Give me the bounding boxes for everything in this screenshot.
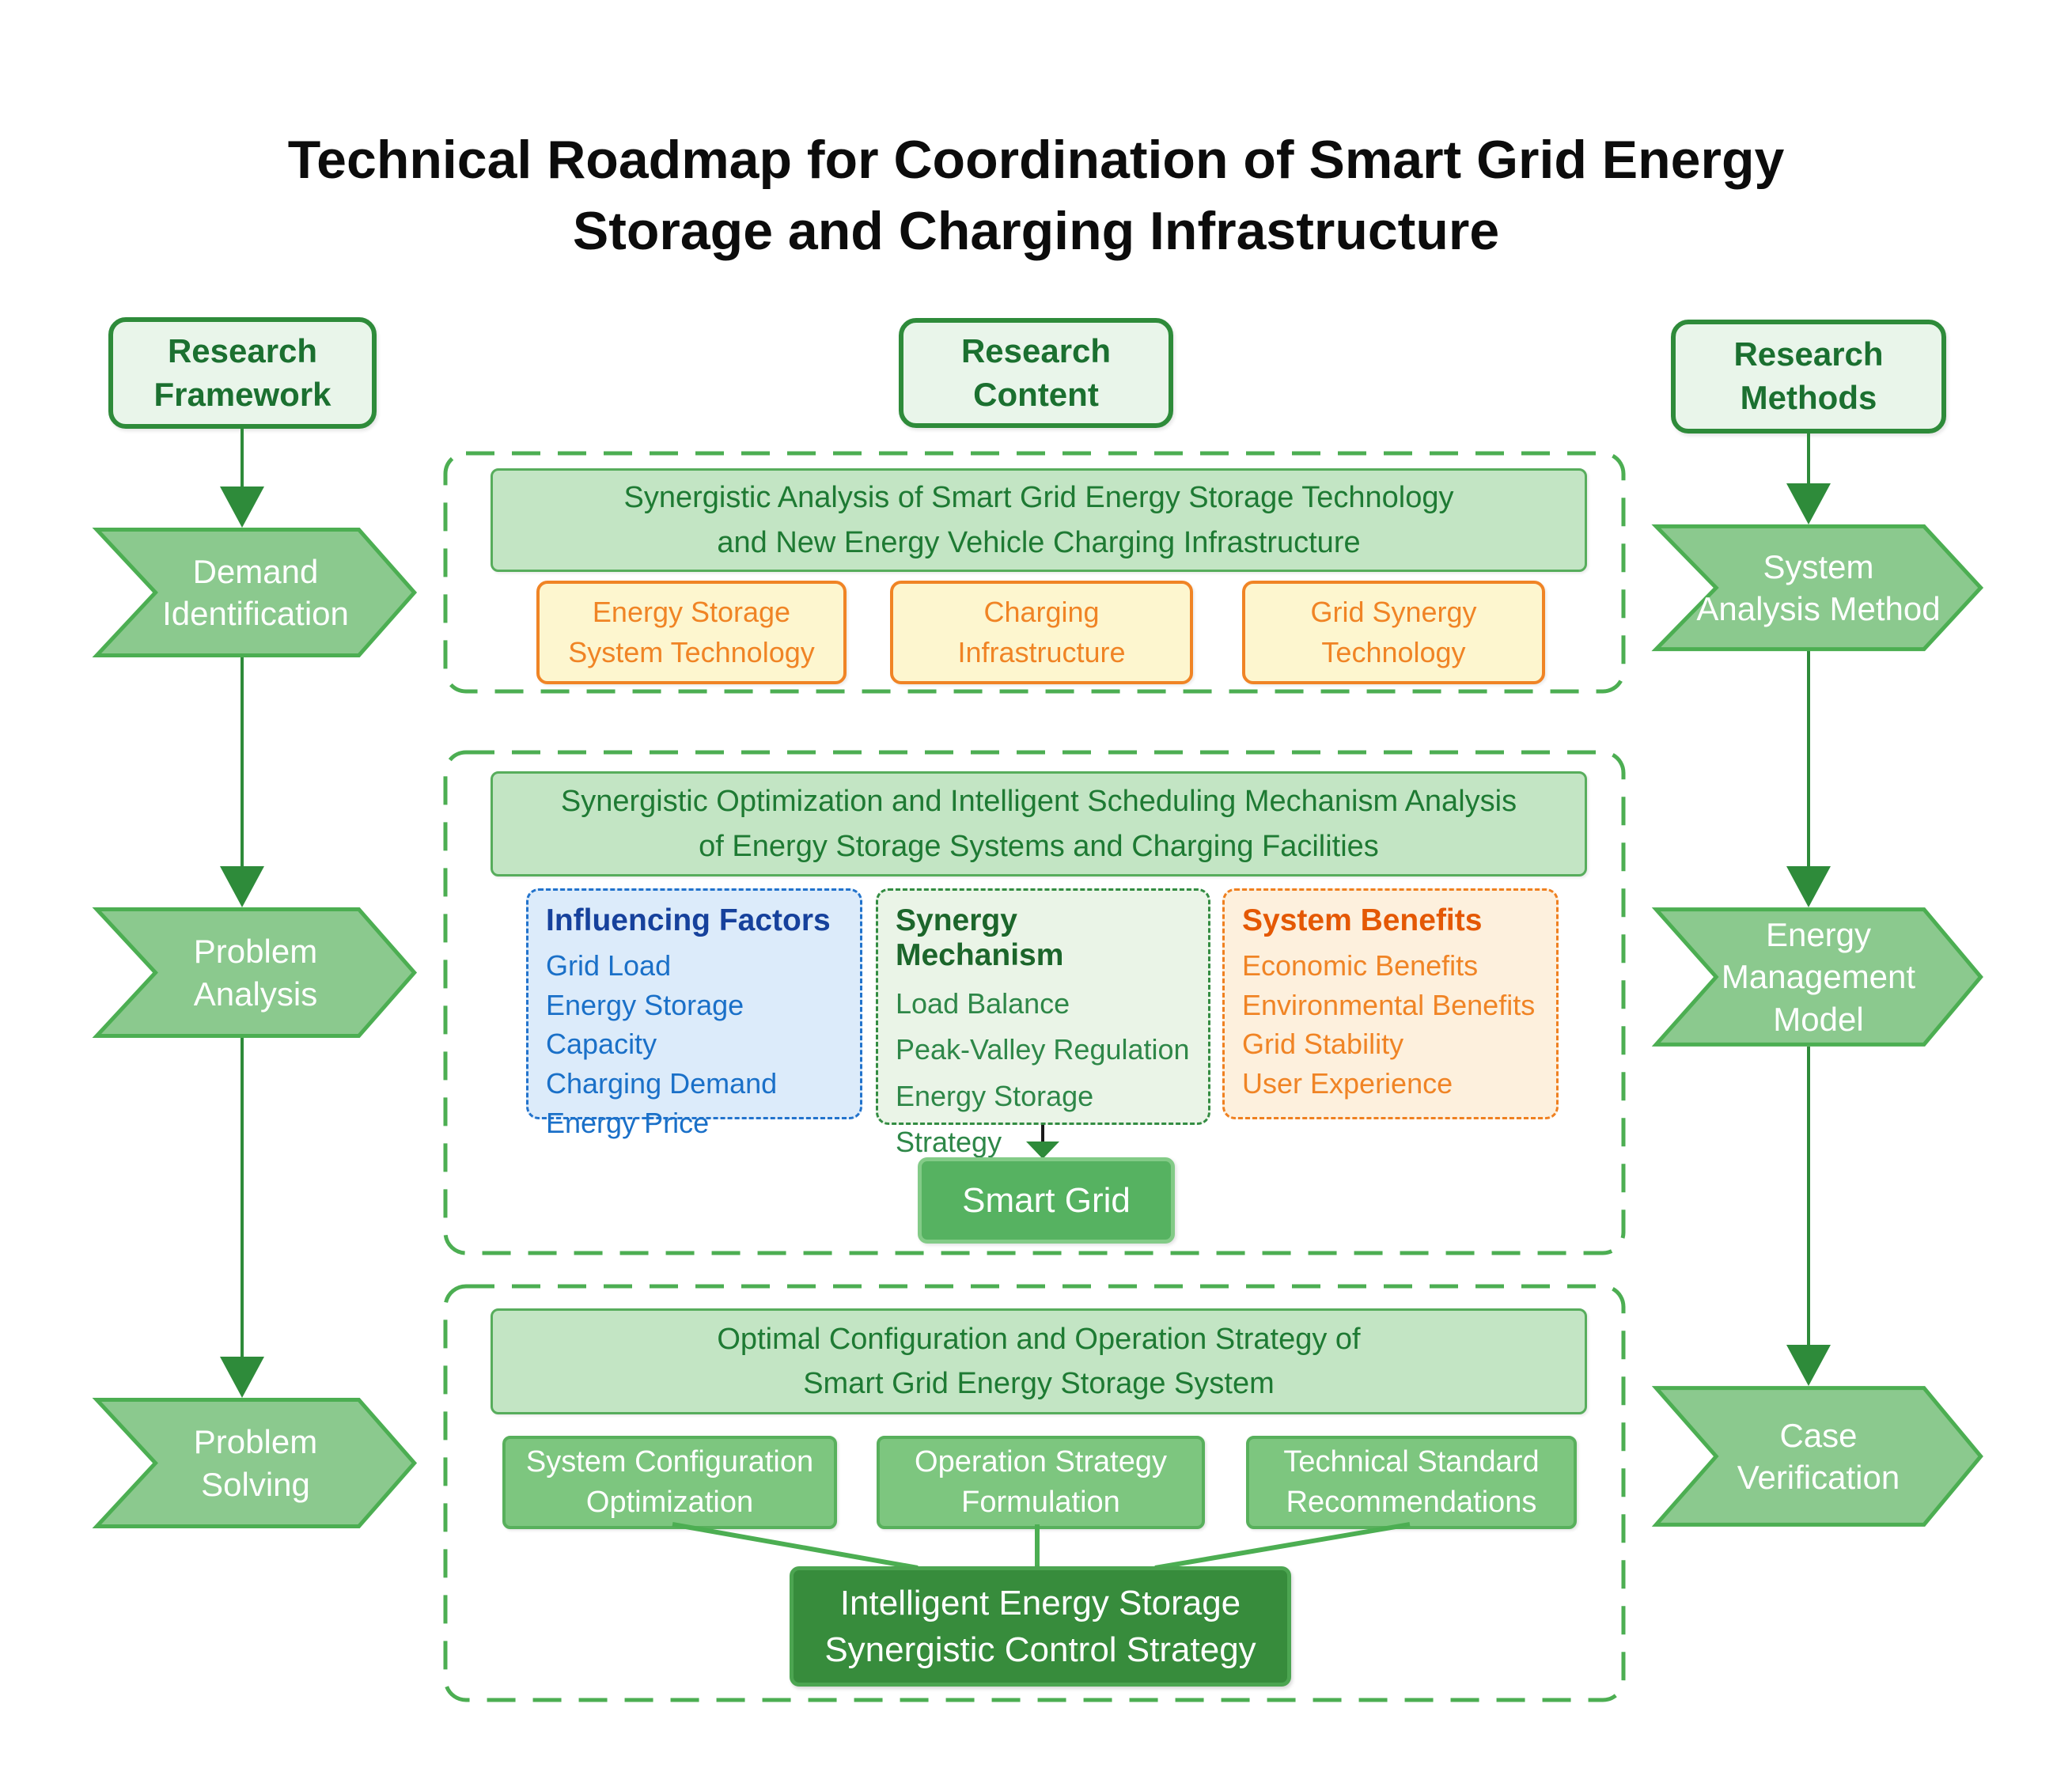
arrow-head-icon [220,866,264,907]
arrow-head-icon [1786,866,1831,907]
section3-header: Optimal Configuration and Operation Stra… [491,1308,1587,1414]
research-content-header: Research Content [899,318,1173,428]
step-label: Problem Analysis [193,933,318,1013]
mechanism-item: Energy Storage Strategy [896,1079,1094,1158]
arrow-head-icon [220,487,264,528]
arrow-line [1807,433,1810,483]
factor-item: Energy Price [546,1106,710,1139]
method-energy-management: Energy Management Model [1653,907,1983,1047]
section2-container [443,750,1626,1255]
topic-grid-synergy-technology: Grid Synergy Technology [1242,581,1545,684]
benefit-item: User Experience [1242,1067,1453,1100]
solution-technical-standard: Technical Standard Recommendations [1246,1436,1577,1529]
arrow-line [241,657,244,866]
arrow-line [241,429,244,487]
section3-container [443,1284,1626,1702]
research-methods-header: Research Methods [1671,320,1946,433]
influencing-factors-title: Influencing Factors [546,903,831,937]
synergy-mechanism-title: Synergy Mechanism [896,903,1064,972]
benefit-item: Grid Stability [1242,1028,1404,1061]
mechanism-item: Load Balance [896,987,1070,1020]
method-label: Case Verification [1737,1416,1900,1496]
method-label: Energy Management Model [1721,916,1916,1038]
arrow-line [1041,1125,1044,1142]
arrow-line [241,1038,244,1357]
step-label: Problem Solving [193,1423,318,1503]
step-label: Demand Identification [162,552,349,632]
arrow-line [1807,651,1810,866]
solution-system-configuration: System Configuration Optimization [502,1436,837,1529]
section2-header: Synergistic Optimization and Intelligent… [491,771,1587,876]
topic-energy-storage-system-technology: Energy Storage System Technology [536,581,847,684]
research-framework-header: Research Framework [108,317,377,429]
factor-item: Grid Load [546,949,672,982]
smart-grid-box: Smart Grid [918,1157,1175,1244]
method-system-analysis: System Analysis Method [1653,524,1983,651]
benefit-item: Economic Benefits [1242,949,1479,982]
section1-header: Synergistic Analysis of Smart Grid Energ… [491,468,1587,572]
method-label: System Analysis Method [1696,547,1941,627]
topic-charging-infrastructure: Charging Infrastructure [890,581,1193,684]
synergy-mechanism-box: Synergy Mechanism Load Balance Peak-Vall… [876,888,1210,1158]
benefit-item: Environmental Benefits [1242,988,1536,1021]
result-intelligent-control-strategy: Intelligent Energy Storage Synergistic C… [790,1566,1291,1687]
method-case-verification: Case Verification [1653,1386,1983,1527]
solution-operation-strategy: Operation Strategy Formulation [877,1436,1205,1529]
arrow-head-icon [1786,1345,1831,1386]
step-problem-solving: Problem Solving [94,1398,417,1528]
step-problem-analysis: Problem Analysis [94,907,417,1038]
arrow-line [1807,1047,1810,1345]
mechanism-item: Peak-Valley Regulation [896,1033,1190,1066]
system-benefits-box: System Benefits Economic Benefits Enviro… [1222,888,1559,1119]
arrow-head-icon [1786,483,1831,524]
factor-item: Charging Demand [546,1067,778,1100]
section1-container [443,451,1626,694]
arrow-head-icon [220,1357,264,1398]
converging-lines [672,1522,1411,1570]
page-title: Technical Roadmap for Coordination of Sm… [287,130,1785,261]
system-benefits-title: System Benefits [1242,903,1483,937]
step-demand-identification: Demand Identification [94,528,417,657]
arrow-head-icon [1026,1141,1059,1159]
influencing-factors-box: Influencing Factors Grid Load Energy Sto… [526,888,862,1139]
factor-item: Energy Storage Capacity [546,988,744,1061]
